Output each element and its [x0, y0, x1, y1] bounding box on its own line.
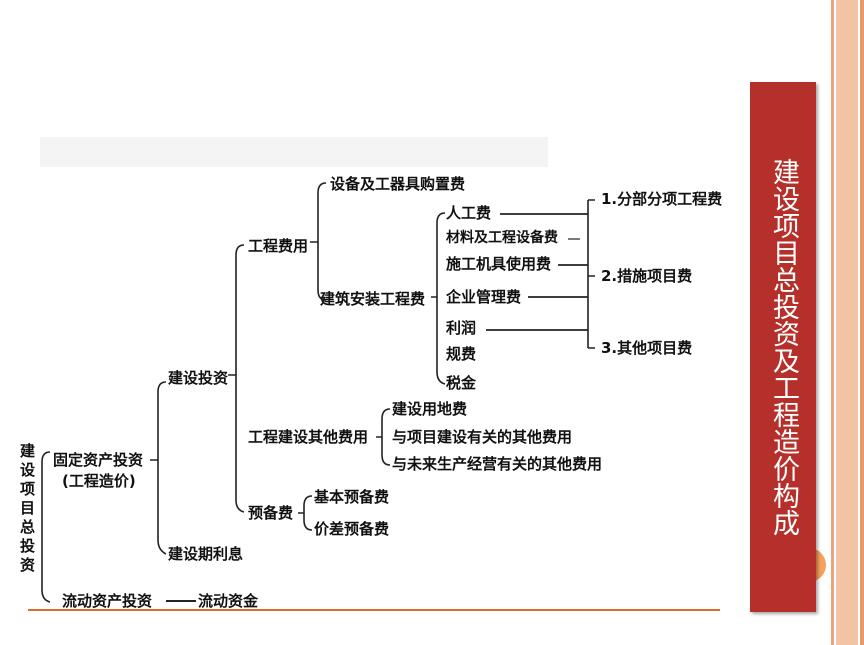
construction-investment-node: 建设投资 — [168, 369, 229, 387]
side-stripe-edge — [860, 0, 864, 645]
construction-interest-node: 建设期利息 — [168, 545, 244, 563]
title-box: 建设项目总投资及工程造价构成 — [750, 82, 816, 612]
working-capital-node: 流动资金 — [198, 592, 259, 610]
fixed-asset-node: 固定资产投资 — [53, 451, 144, 469]
installation-node: 建筑安装工程费 — [320, 290, 426, 308]
image-header-band — [40, 137, 548, 167]
basic-reserve-node: 基本预备费 — [314, 488, 390, 506]
slide-title: 建设项目总投资及工程造价构成 — [768, 158, 799, 536]
labor-node: 人工费 — [446, 204, 492, 222]
reserve-node: 预备费 — [248, 504, 294, 522]
engineering-cost-node: 工程费用 — [248, 237, 309, 255]
price-reserve-node: 价差预备费 — [314, 520, 390, 538]
management-node: 企业管理费 — [446, 288, 522, 306]
future-production-node: 与未来生产经营有关的其他费用 — [392, 455, 603, 473]
fixed-asset-note: (工程造价) — [62, 472, 136, 490]
machinery-node: 施工机具使用费 — [446, 255, 552, 273]
materials-node: 材料及工程设备费 — [446, 230, 558, 246]
bottom-accent-line — [28, 609, 720, 611]
profit-node: 利润 — [446, 319, 477, 337]
subdivision-node: 1.分部分项工程费 — [601, 190, 723, 208]
other-items-node: 3.其他项目费 — [601, 339, 693, 357]
other-cost-node: 工程建设其他费用 — [248, 428, 369, 446]
tax-node: 税金 — [446, 374, 477, 392]
side-stripe-thin — [831, 0, 834, 645]
fees-node: 规费 — [446, 345, 477, 363]
project-related-node: 与项目建设有关的其他费用 — [392, 428, 573, 446]
equipment-purchase-node: 设备及工器具购置费 — [330, 175, 466, 193]
root-label: 建设项目总投资 — [20, 442, 36, 574]
working-capital-investment-node: 流动资产投资 — [62, 592, 153, 610]
measures-node: 2.措施项目费 — [601, 267, 693, 285]
land-node: 建设用地费 — [392, 400, 468, 418]
side-stripe-wide — [836, 0, 858, 645]
